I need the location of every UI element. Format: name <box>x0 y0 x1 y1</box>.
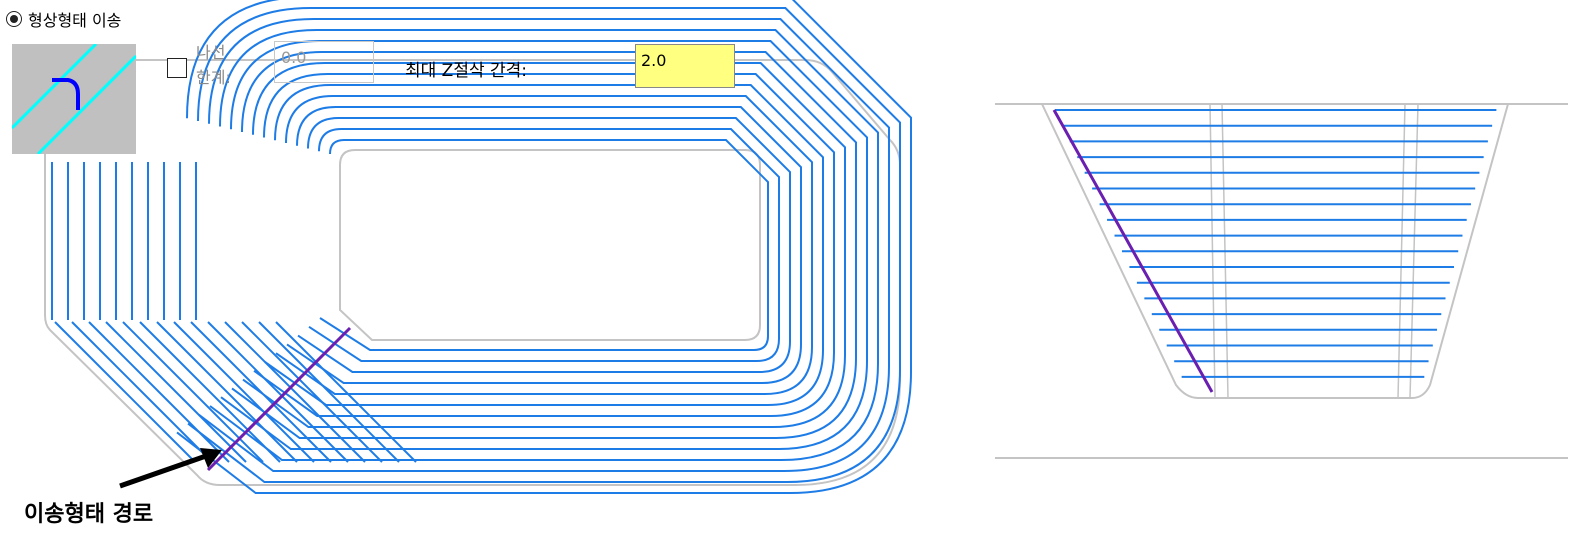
ramp-path <box>206 326 352 472</box>
toolpath-pass <box>297 117 791 373</box>
toolpath-segment <box>258 321 400 463</box>
toolpath-segment <box>88 321 230 463</box>
toolpath-pass <box>308 128 780 362</box>
annotation-arrow <box>119 453 207 489</box>
island-boundary <box>339 149 761 341</box>
toolpath-segment <box>173 321 315 463</box>
ramp-path <box>1052 109 1214 393</box>
toolpath-segment <box>241 321 383 463</box>
max-z-step-label: 최대 Z절삭 간격: <box>405 61 528 81</box>
spiral-limit-checkbox[interactable] <box>167 58 187 78</box>
toolpath-pass <box>231 51 857 439</box>
toolpath-segment <box>224 321 366 463</box>
toolpath-segment <box>122 321 264 463</box>
toolpath-pass <box>176 0 912 494</box>
toolpath-pass <box>187 7 901 483</box>
toolpath-pass <box>242 62 846 428</box>
toolpath-segment <box>207 321 349 463</box>
max-z-step-input[interactable]: 2.0 <box>635 44 735 88</box>
radio-selected-dot <box>10 15 18 23</box>
toolpath-pass <box>286 106 802 384</box>
toolpath-segment <box>54 321 196 463</box>
radio-button[interactable] <box>6 11 22 27</box>
toolpath-segment <box>105 321 247 463</box>
toolpath-pass <box>198 18 890 472</box>
plan-view-toolpath <box>44 0 912 494</box>
side-view-toolpath <box>995 103 1568 459</box>
annotation-arrowhead <box>200 448 222 468</box>
ramp-preview-icon <box>12 44 136 154</box>
spiral-limit-label: 나선 한계: <box>196 43 231 87</box>
shape-feed-label: 형상형태 이송 <box>28 11 122 30</box>
wall-profile <box>1041 103 1509 399</box>
toolpath-segment <box>275 321 417 463</box>
toolpath-pass <box>319 139 769 351</box>
spiral-limit-input[interactable]: 0.0 <box>274 41 374 83</box>
toolpath-pass <box>275 95 813 395</box>
toolpath-segment <box>139 321 281 463</box>
toolpath-segment <box>156 321 298 463</box>
ramp-path-annotation: 이송형태 경로 <box>24 502 154 527</box>
toolpath-pass <box>209 29 879 461</box>
toolpath-pass <box>220 40 868 450</box>
toolpath-pass <box>264 84 824 406</box>
toolpath-segment <box>190 321 332 463</box>
outer-boundary <box>44 59 901 486</box>
toolpath-segment <box>71 321 213 463</box>
shape-feed-option[interactable]: 형상형태 이송 <box>6 8 121 30</box>
toolpath-pass <box>253 73 835 417</box>
